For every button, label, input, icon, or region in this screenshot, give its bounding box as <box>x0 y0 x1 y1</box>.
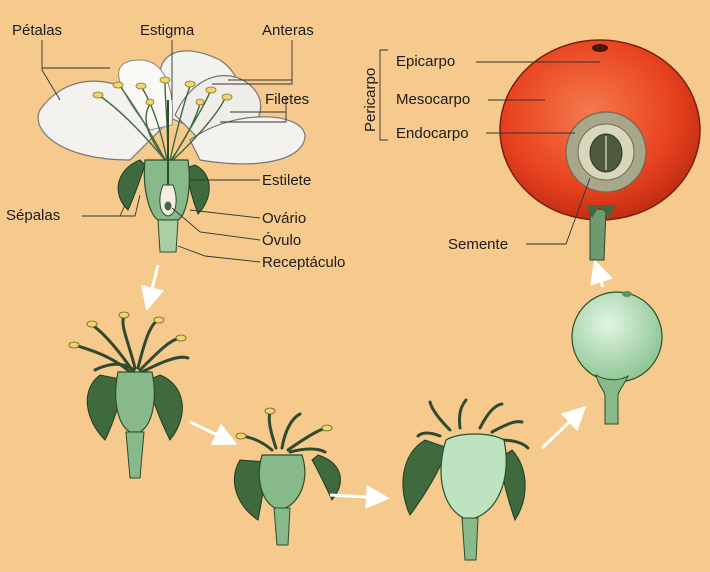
label-receptaculo: Receptáculo <box>262 254 346 271</box>
label-mesocarpo: Mesocarpo <box>396 91 471 108</box>
label-pericarpo: Pericarpo <box>362 67 379 132</box>
label-endocarpo: Endocarpo <box>396 125 469 142</box>
stage-3-developing-fruit <box>402 398 530 561</box>
stage-arrow <box>329 485 390 509</box>
petal <box>189 116 306 165</box>
fruit-leader-lines <box>379 49 600 245</box>
label-filetes: Filetes <box>265 91 310 108</box>
flower-leader-lines <box>41 40 293 263</box>
label-ovario: Ovário <box>262 210 307 227</box>
label-anteras: Anteras <box>262 22 314 39</box>
stage-arrow <box>140 264 165 311</box>
label-semente: Semente <box>448 236 509 253</box>
sepal <box>117 159 146 211</box>
stage-1-withering-flower <box>68 311 190 479</box>
label-estilete: Estilete <box>262 172 312 189</box>
label-ovulo: Óvulo <box>262 232 302 249</box>
label-sepalas: Sépalas <box>6 207 61 224</box>
stage-arrow <box>590 259 613 288</box>
mature-fruit-cross-section <box>499 39 701 261</box>
label-estigma: Estigma <box>140 22 195 39</box>
stage-arrow <box>540 405 587 450</box>
flower <box>37 50 306 253</box>
label-epicarpo: Epicarpo <box>396 53 456 70</box>
stage-4-green-fruit <box>571 291 663 425</box>
stage-arrow <box>189 420 238 446</box>
stage-2-young-fruit <box>233 407 341 546</box>
label-petalas: Pétalas <box>12 22 63 39</box>
